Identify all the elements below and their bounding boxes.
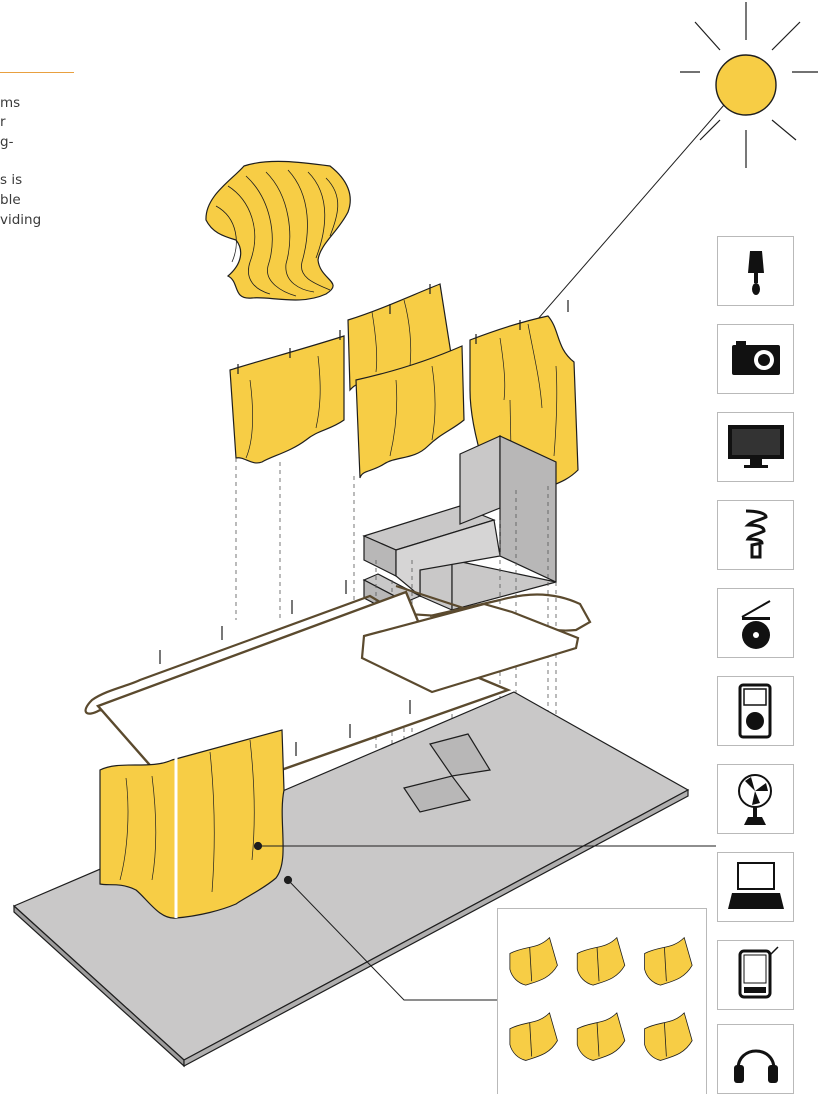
laptop-icon — [717, 852, 794, 922]
twisted-fabric-form — [206, 161, 350, 300]
headphones-icon — [717, 1024, 794, 1094]
fan-icon — [717, 764, 794, 834]
camera-icon — [717, 324, 794, 394]
curtain-module — [510, 938, 558, 986]
sun-icon — [680, 2, 818, 168]
pda-icon — [717, 940, 794, 1010]
curtain-module — [645, 1013, 693, 1061]
lamp-icon — [717, 236, 794, 306]
cd-player-icon — [717, 588, 794, 658]
curtain-modules-panel — [497, 908, 707, 1094]
curtain-module — [577, 1013, 625, 1061]
television-icon — [717, 412, 794, 482]
lightbulb-icon — [717, 500, 794, 570]
curtain-module — [577, 938, 625, 986]
curtain-module — [510, 1013, 558, 1061]
mp3-player-icon — [717, 676, 794, 746]
curtain-module — [645, 938, 693, 986]
grey-furniture-block — [364, 436, 556, 620]
